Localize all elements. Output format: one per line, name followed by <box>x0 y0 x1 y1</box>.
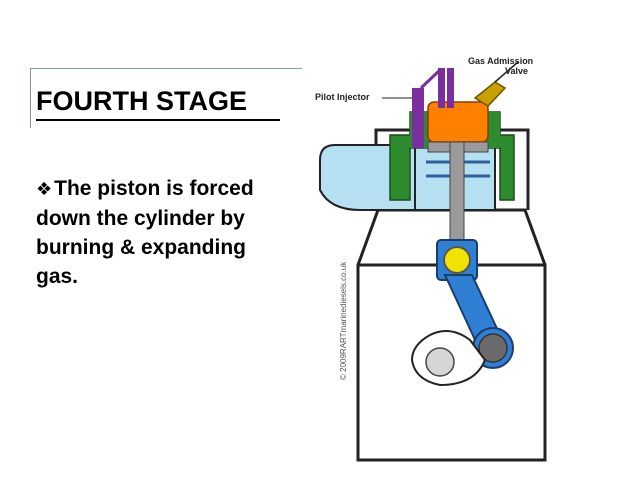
pilot-injector <box>412 88 424 148</box>
diamond-bullet-icon: ❖ <box>36 179 53 199</box>
bullet-text: The piston is forced down the cylinder b… <box>36 177 254 288</box>
crank-pin <box>478 333 508 363</box>
combustion-gas <box>427 101 489 143</box>
title-underline <box>36 119 280 121</box>
gas-admission-valve <box>473 81 507 107</box>
copyright-watermark: © 2009RARTmarinediesels.co.uk <box>339 261 348 380</box>
slide-title: FOURTH STAGE <box>36 86 247 116</box>
svg-text:Valve: Valve <box>505 66 528 76</box>
crankshaft-journal <box>425 347 455 377</box>
engine-diagram: Gas Admission Valve Pilot Injector © 200… <box>315 56 547 462</box>
label-gas-admission: Gas Admission <box>468 56 533 66</box>
label-pilot-injector: Pilot Injector <box>315 92 370 102</box>
bullet-text-block: ❖The piston is forced down the cylinder … <box>36 174 286 291</box>
title-frame <box>30 68 302 128</box>
